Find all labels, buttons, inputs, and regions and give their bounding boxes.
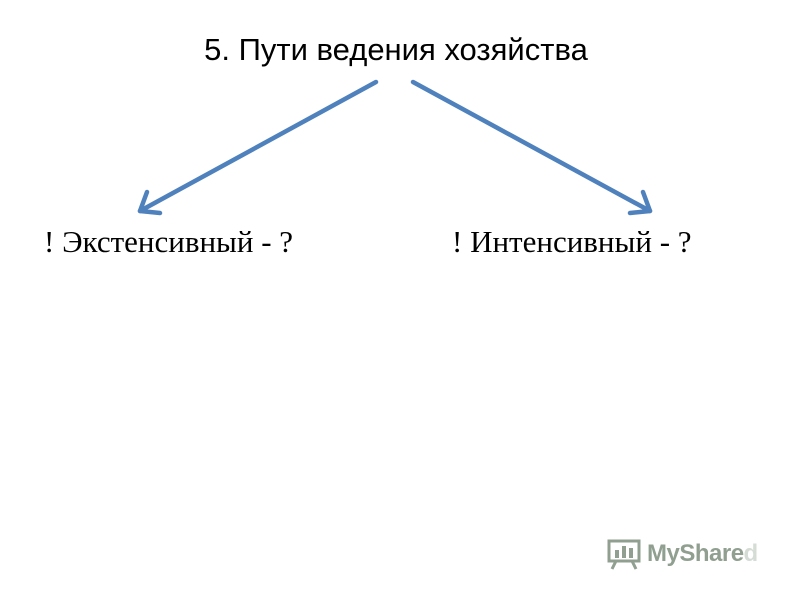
watermark-text: MyShared <box>647 540 758 568</box>
presentation-board-icon <box>607 539 641 570</box>
branch-extensive: ! Экстенсивный - ? <box>44 224 294 259</box>
arrow-right <box>410 79 653 216</box>
branch-intensive: ! Интенсивный - ? <box>452 224 692 259</box>
watermark-text-tail: d <box>743 540 759 567</box>
slide-title: 5. Пути ведения хозяйства <box>204 32 588 67</box>
arrow-left <box>137 79 379 216</box>
watermark: MyShared <box>606 536 758 572</box>
watermark-text-main: MyShare <box>647 540 744 567</box>
